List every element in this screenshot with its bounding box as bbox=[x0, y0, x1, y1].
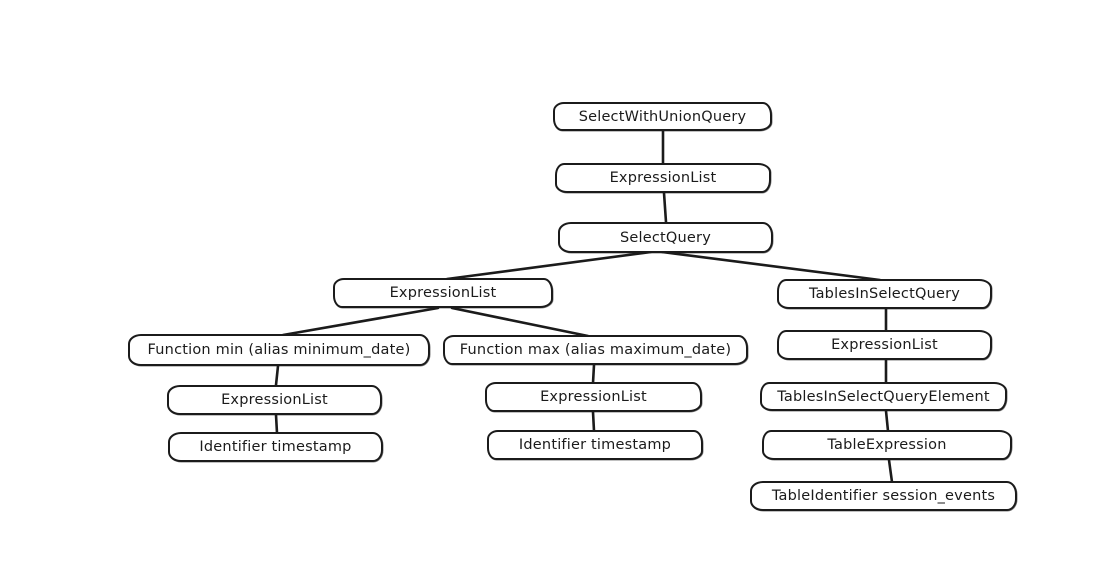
node-expression-list-under-min: ExpressionList bbox=[167, 385, 382, 415]
edge-selectquery-tablesinselectquery bbox=[660, 250, 882, 282]
node-expression-list-under-max: ExpressionList bbox=[485, 382, 702, 412]
edge-selectquery-expressionlist-left bbox=[445, 250, 653, 281]
node-identifier-timestamp-mid: Identifier timestamp bbox=[487, 430, 703, 460]
edge-expressionlist-identifier-left bbox=[274, 413, 279, 435]
node-table-identifier-session-events: TableIdentifier session_events bbox=[750, 481, 1017, 511]
node-tables-in-select-query: TablesInSelectQuery bbox=[777, 279, 992, 309]
node-select-query: SelectQuery bbox=[558, 222, 773, 253]
node-expression-list-right-branch: ExpressionList bbox=[777, 330, 992, 360]
node-identifier-timestamp-left: Identifier timestamp bbox=[168, 432, 383, 462]
edge-expressionlist-selectquery bbox=[662, 191, 668, 224]
node-expression-list-left-branch: ExpressionList bbox=[333, 278, 553, 308]
node-function-max: Function max (alias maximum_date) bbox=[443, 335, 748, 365]
edge-expressionlist-functionmin bbox=[281, 306, 440, 337]
node-select-with-union-query: SelectWithUnionQuery bbox=[553, 102, 772, 131]
node-tables-in-select-query-element: TablesInSelectQueryElement bbox=[760, 382, 1007, 411]
node-function-min: Function min (alias minimum_date) bbox=[128, 334, 430, 366]
edge-tableexpression-tableidentifier bbox=[887, 458, 894, 484]
edge-tablesinselectqueryelement-tableexpression bbox=[884, 409, 890, 433]
node-table-expression: TableExpression bbox=[762, 430, 1012, 460]
edge-functionmax-expressionlist bbox=[591, 363, 596, 385]
edge-expressionlist-identifier-mid bbox=[591, 410, 596, 433]
edge-functionmin-expressionlist bbox=[274, 364, 280, 387]
edge-expressionlist-functionmax bbox=[450, 306, 590, 338]
node-expression-list-top: ExpressionList bbox=[555, 163, 771, 193]
